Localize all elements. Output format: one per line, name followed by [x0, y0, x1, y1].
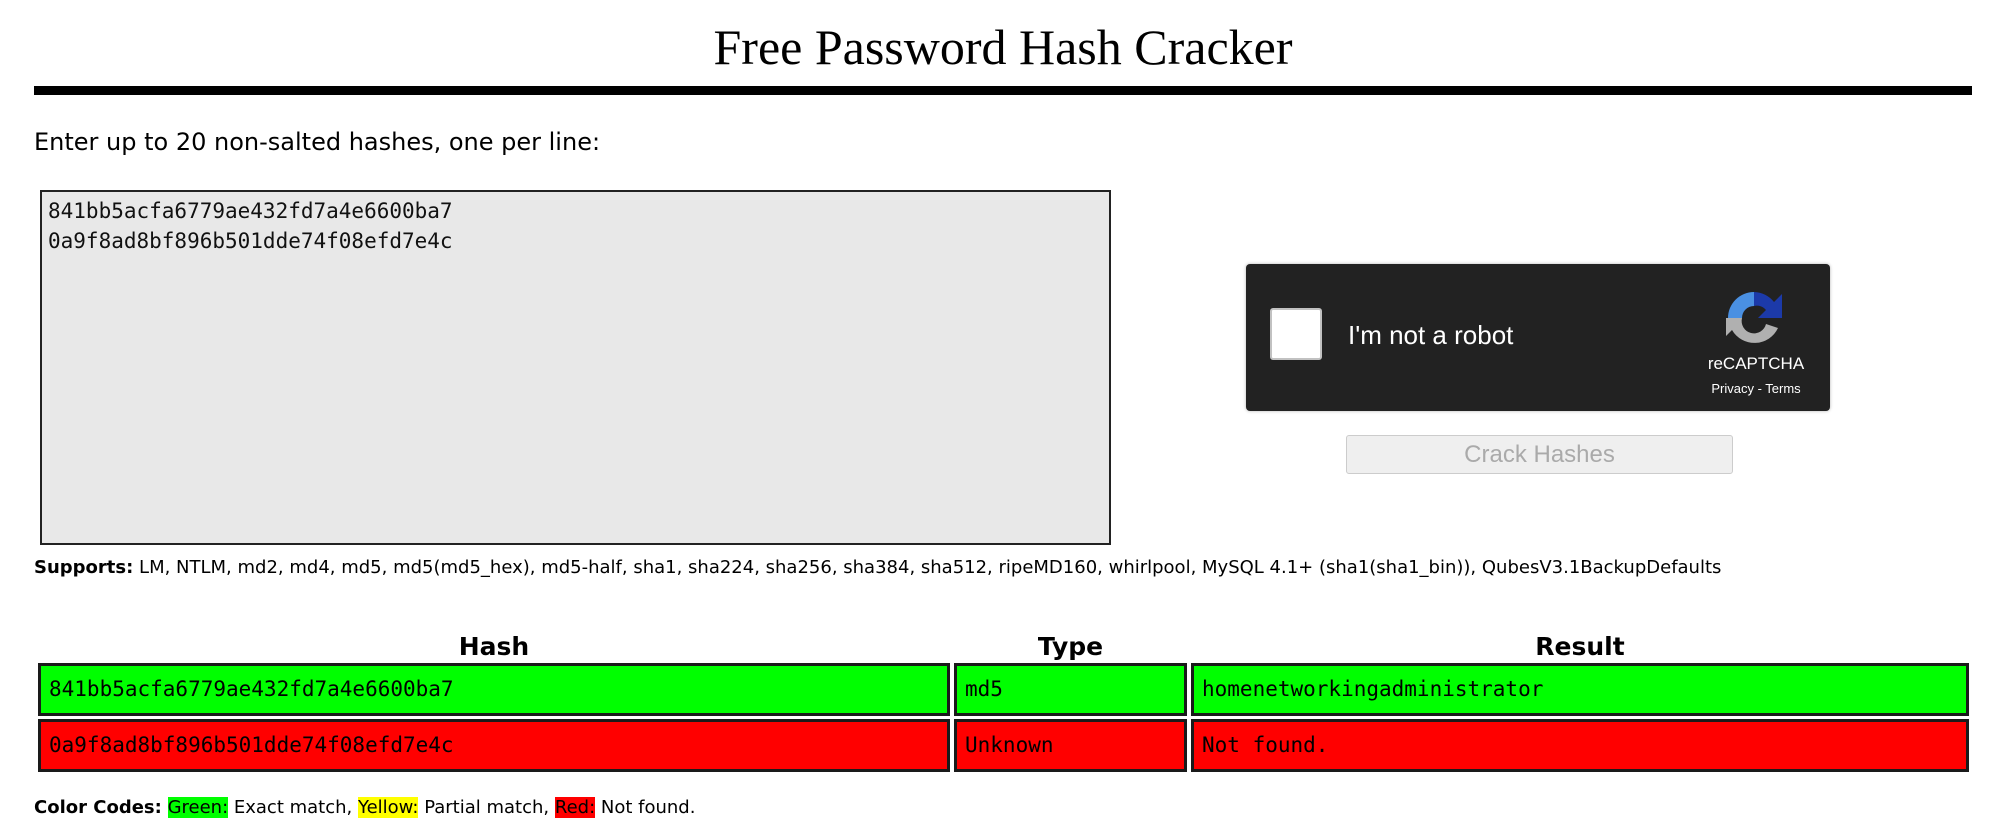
recaptcha-logo-icon — [1726, 292, 1782, 343]
type-cell: Unknown — [954, 719, 1187, 772]
recaptcha-label: I'm not a robot — [1348, 320, 1514, 350]
yellow-desc: Partial match, — [418, 797, 555, 818]
crack-hashes-button[interactable]: Crack Hashes — [1346, 435, 1733, 474]
supports-label: Supports: — [34, 557, 134, 578]
header-type: Type — [1037, 632, 1104, 661]
link-separator: - — [1753, 381, 1766, 396]
header-result: Result — [1535, 632, 1625, 661]
color-codes-legend: Color Codes: Green: Exact match, Yellow:… — [34, 797, 695, 818]
recaptcha-checkbox[interactable] — [1270, 308, 1322, 360]
yellow-code: Yellow: — [357, 797, 419, 818]
supports-list: LM, NTLM, md2, md4, md5, md5(md5_hex), m… — [133, 557, 1722, 578]
hash-input-label: Enter up to 20 non-salted hashes, one pe… — [34, 128, 601, 156]
hash-input[interactable]: 841bb5acfa6779ae432fd7a4e6600ba7 0a9f8ad… — [40, 190, 1111, 545]
hash-cell: 841bb5acfa6779ae432fd7a4e6600ba7 — [38, 663, 950, 716]
header-hash: Hash — [458, 632, 530, 661]
hash-cell: 0a9f8ad8bf896b501dde74f08efd7e4c — [38, 719, 950, 772]
red-code: Red: — [554, 797, 596, 818]
recaptcha-links: Privacy - Terms — [1686, 381, 1826, 396]
page-title: Free Password Hash Cracker — [713, 19, 1293, 75]
recaptcha-brand: reCAPTCHA — [1707, 354, 1805, 373]
supported-formats: Supports: LM, NTLM, md2, md4, md5, md5(m… — [34, 555, 1934, 581]
privacy-link[interactable]: Privacy — [1711, 381, 1754, 396]
recaptcha-widget: I'm not a robot reCAPTCHA Privacy - Term… — [1246, 264, 1830, 411]
color-codes-label: Color Codes: — [34, 797, 162, 818]
type-cell: md5 — [954, 663, 1187, 716]
red-desc: Not found. — [595, 797, 696, 818]
green-code: Green: — [167, 797, 229, 818]
result-cell: Not found. — [1191, 719, 1969, 772]
result-cell: homenetworkingadministrator — [1191, 663, 1969, 716]
title-divider — [34, 86, 1972, 95]
green-desc: Exact match, — [228, 797, 358, 818]
terms-link[interactable]: Terms — [1765, 381, 1801, 396]
